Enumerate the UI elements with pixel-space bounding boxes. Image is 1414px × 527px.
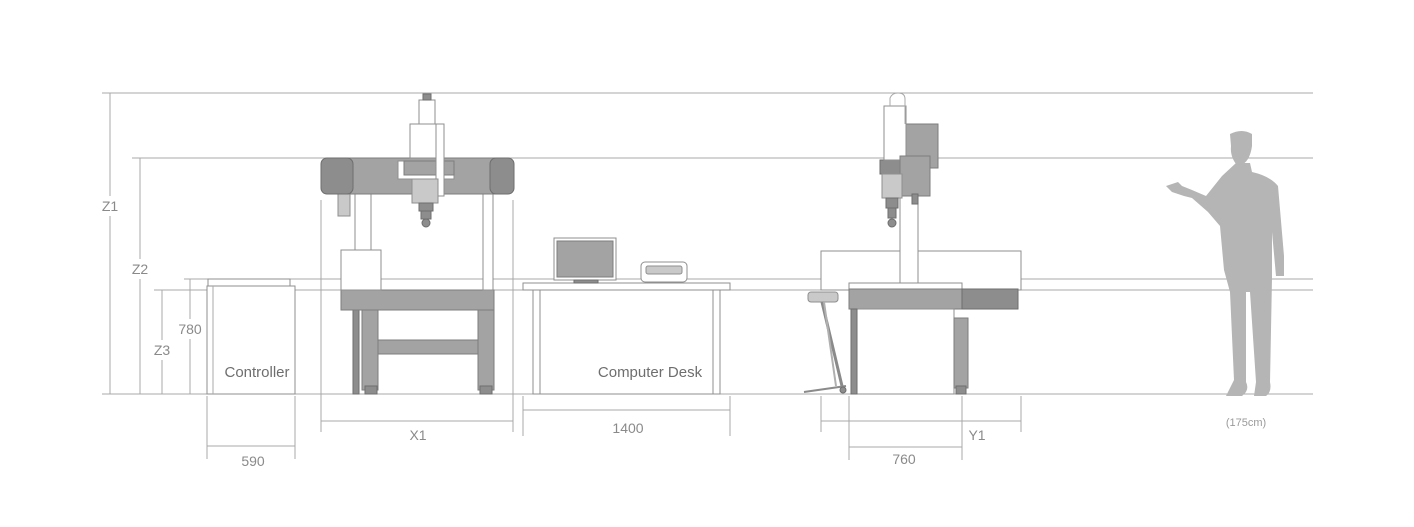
cmm-side-view (803, 92, 1022, 395)
person-silhouette: (175cm) (1166, 131, 1284, 429)
w590-label: 590 (241, 453, 265, 469)
computer-desk: Computer Desk (522, 237, 731, 395)
dim-x1: X1 (320, 200, 514, 443)
z3-label: Z3 (154, 342, 171, 358)
z1-label: Z1 (102, 198, 119, 214)
w1400-label: 1400 (612, 420, 643, 436)
vertical-dimensions: Z1 Z2 Z3 780 (98, 93, 206, 394)
z2-label: Z2 (132, 261, 149, 277)
w760-label: 760 (892, 451, 916, 467)
controller-label: Controller (224, 364, 289, 381)
y1-label: Y1 (968, 427, 985, 443)
dim-y1-760: Y1 760 (820, 396, 1022, 467)
dim-590: 590 (206, 396, 296, 469)
person-height-label: (175cm) (1226, 417, 1266, 429)
controller-cabinet: Controller (206, 278, 296, 395)
cmm-front-view (320, 93, 515, 395)
h780-label: 780 (178, 321, 202, 337)
x1-label: X1 (409, 427, 426, 443)
computer-desk-label: Computer Desk (598, 364, 703, 381)
dim-1400: 1400 (522, 396, 731, 436)
